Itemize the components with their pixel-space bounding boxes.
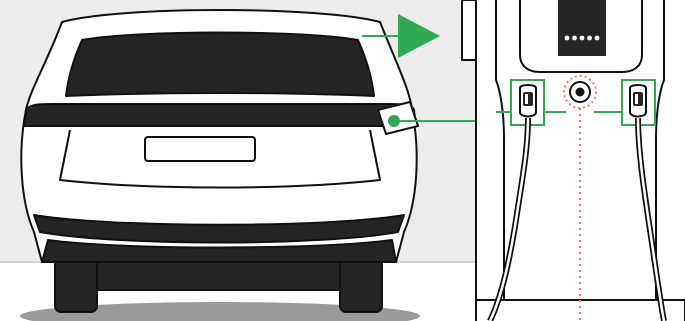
license-plate	[144, 136, 256, 162]
left-cable-highlight	[488, 117, 530, 321]
electric-car-rear	[20, 9, 418, 313]
start-button-center	[575, 87, 585, 97]
rear-window	[65, 31, 375, 97]
rear-bumper-band	[33, 214, 405, 244]
arrow-right-icon	[362, 14, 440, 58]
trunk-outline	[59, 129, 381, 189]
tail-light-bar	[23, 103, 417, 127]
charger-housing-right	[655, 0, 665, 300]
charging-connector-icon[interactable]	[519, 84, 537, 118]
car-shadow	[20, 302, 420, 321]
charger-base	[475, 300, 685, 321]
rear-diffuser	[41, 239, 397, 263]
charger-housing-left	[495, 0, 505, 300]
display-screen	[558, 0, 606, 56]
car-underside	[96, 261, 341, 291]
charging-port	[377, 101, 419, 135]
button-highlight-ring	[563, 75, 597, 109]
screen-dots	[564, 35, 600, 41]
charging-station	[461, 0, 685, 321]
right-cable-highlight	[636, 117, 666, 321]
charging-connector-icon[interactable]	[629, 84, 647, 118]
charger-wall-mount	[461, 0, 477, 61]
